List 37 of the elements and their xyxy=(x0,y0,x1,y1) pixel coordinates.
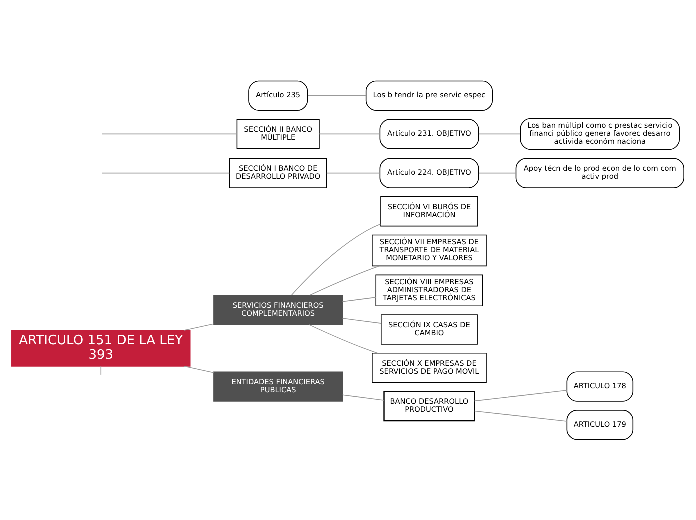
connector xyxy=(342,318,382,324)
node-box: Artículo 224. OBJETIVO xyxy=(380,158,480,188)
node-box: ENTIDADES FINANCIERAS PUBLICAS xyxy=(214,371,344,402)
node-box: SECCIÓN X EMPRESAS DE SERVICIOS DE PAGO MOVIL xyxy=(372,352,487,383)
node-box: SECCIÓN IX CASAS DE CAMBIO xyxy=(381,314,478,344)
connector xyxy=(309,324,378,354)
node-box: ARTICULO 178 xyxy=(566,371,634,402)
connector xyxy=(184,323,214,330)
node-box: ARTICULO 151 DE LA LEY 393 xyxy=(12,330,191,366)
node-box: SECCIÓN VI BURÓS DE INFORMACIÓN xyxy=(380,196,478,226)
node-box: Los b tendr la pre servic espec xyxy=(366,80,494,110)
node-box: Los ban múltipl como c prestac servicio financi público genera favorec desarro activida económ naciona xyxy=(520,118,680,150)
connector xyxy=(308,95,367,96)
node-box: SECCIÓN I BANCO DE DESARROLLO PRIVADO xyxy=(229,158,328,188)
node-box: Apoy técn de lo prod econ de lo com com activ prod xyxy=(516,158,684,188)
connector xyxy=(326,172,381,174)
connector xyxy=(309,265,380,296)
connector xyxy=(319,133,380,134)
node-box: SECCIÓN II BANCO MÚLTIPLE xyxy=(236,118,320,149)
connector xyxy=(100,366,102,375)
node-box: SERVICIOS FINANCIEROS COMPLEMENTARIOS xyxy=(214,294,344,325)
node-box: BANCO DESARROLLO PRODUCTIVO xyxy=(384,390,476,422)
node-box: SECCIÓN VIII EMPRESAS ADMINISTRADORAS DE TARJETAS ELECTRÓNICAS xyxy=(376,274,484,306)
connector xyxy=(342,394,384,400)
connector xyxy=(474,390,568,402)
connector xyxy=(102,133,238,134)
node-box: ARTICULO 179 xyxy=(566,410,634,440)
connector xyxy=(102,172,230,174)
node-box: SECCIÓN VII EMPRESAS DE TRANSPORTE DE MATERIAL MONETARIO Y VALORES xyxy=(372,234,487,266)
node-box: Artículo 231. OBJETIVO xyxy=(380,118,480,149)
connector xyxy=(342,296,376,302)
connector xyxy=(478,172,516,174)
connector xyxy=(291,223,382,296)
node-box: Artículo 235 xyxy=(248,80,308,110)
connector xyxy=(474,410,568,422)
connector xyxy=(478,133,521,134)
connector xyxy=(184,366,214,373)
